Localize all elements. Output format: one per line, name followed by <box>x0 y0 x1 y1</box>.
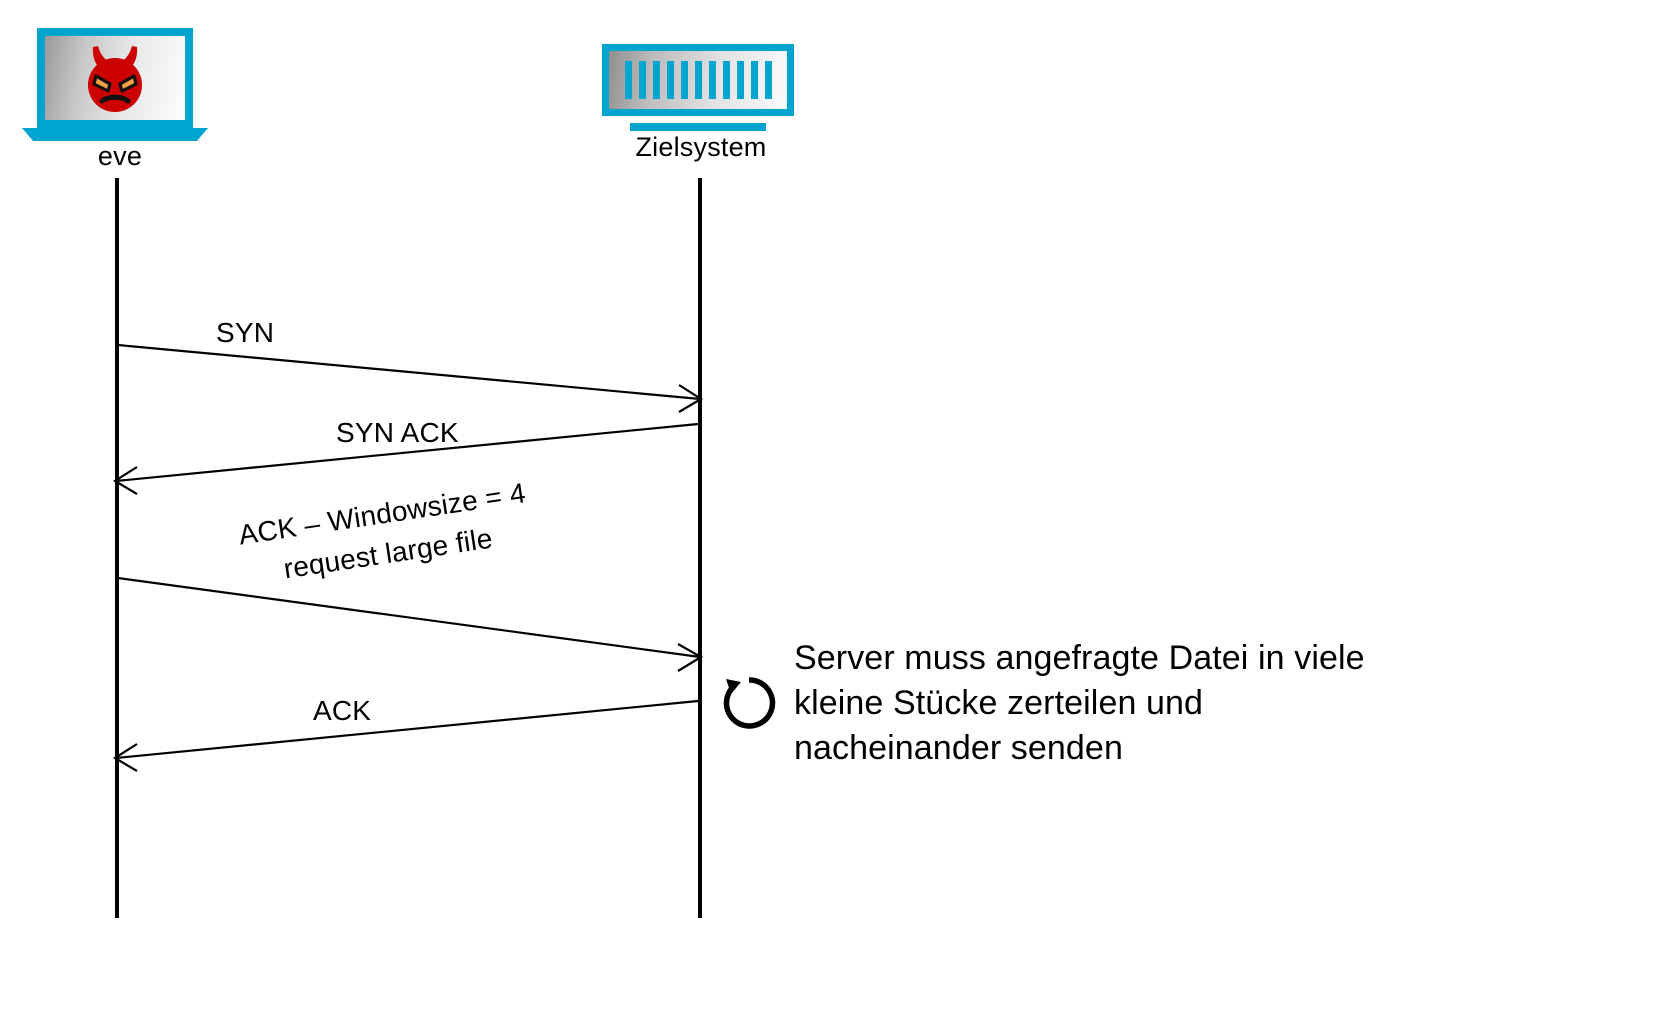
attacker-node-label: eve <box>97 141 143 171</box>
devil-face-icon <box>88 46 142 112</box>
target-node-label: Zielsystem <box>635 132 767 162</box>
annotation-line-1: Server muss angefragte Datei in viele <box>794 639 1365 677</box>
attacker-lifeline <box>115 178 119 918</box>
message-label-ack: ACK <box>313 695 372 726</box>
annotation-line-3: nacheinander senden <box>794 729 1123 767</box>
server-bar <box>638 61 646 99</box>
server-bar <box>708 61 716 99</box>
target-lifeline <box>698 178 702 918</box>
target-node-icon <box>598 44 798 144</box>
server-stand <box>630 123 766 131</box>
server-chassis <box>602 44 794 116</box>
server-bar <box>722 61 730 99</box>
laptop-base <box>22 128 208 141</box>
message-arrow-ack-window <box>117 576 704 672</box>
attacker-node-icon <box>22 28 218 168</box>
message-label-syn: SYN <box>216 317 275 348</box>
message-arrow-ack <box>112 699 699 772</box>
server-bar <box>666 61 674 99</box>
annotation-text: Server muss angefragte Datei in viele kl… <box>794 636 1365 771</box>
server-bar <box>736 61 744 99</box>
server-bar <box>624 61 632 99</box>
server-bar <box>750 61 758 99</box>
server-bar <box>694 61 702 99</box>
server-bar <box>764 61 772 99</box>
server-bar <box>652 61 660 99</box>
message-label-syn-ack: SYN ACK <box>336 417 459 448</box>
message-arrow-syn <box>117 343 704 413</box>
server-bar <box>680 61 688 99</box>
annotation-block: Server muss angefragte Datei in viele kl… <box>718 636 1365 771</box>
message-label-ack-window: ACK – Windowsize = 4 request large file <box>236 473 534 595</box>
annotation-line-2: kleine Stücke zerteilen und <box>794 684 1204 722</box>
loop-arrow-icon <box>723 677 776 729</box>
laptop-screen <box>37 28 193 128</box>
